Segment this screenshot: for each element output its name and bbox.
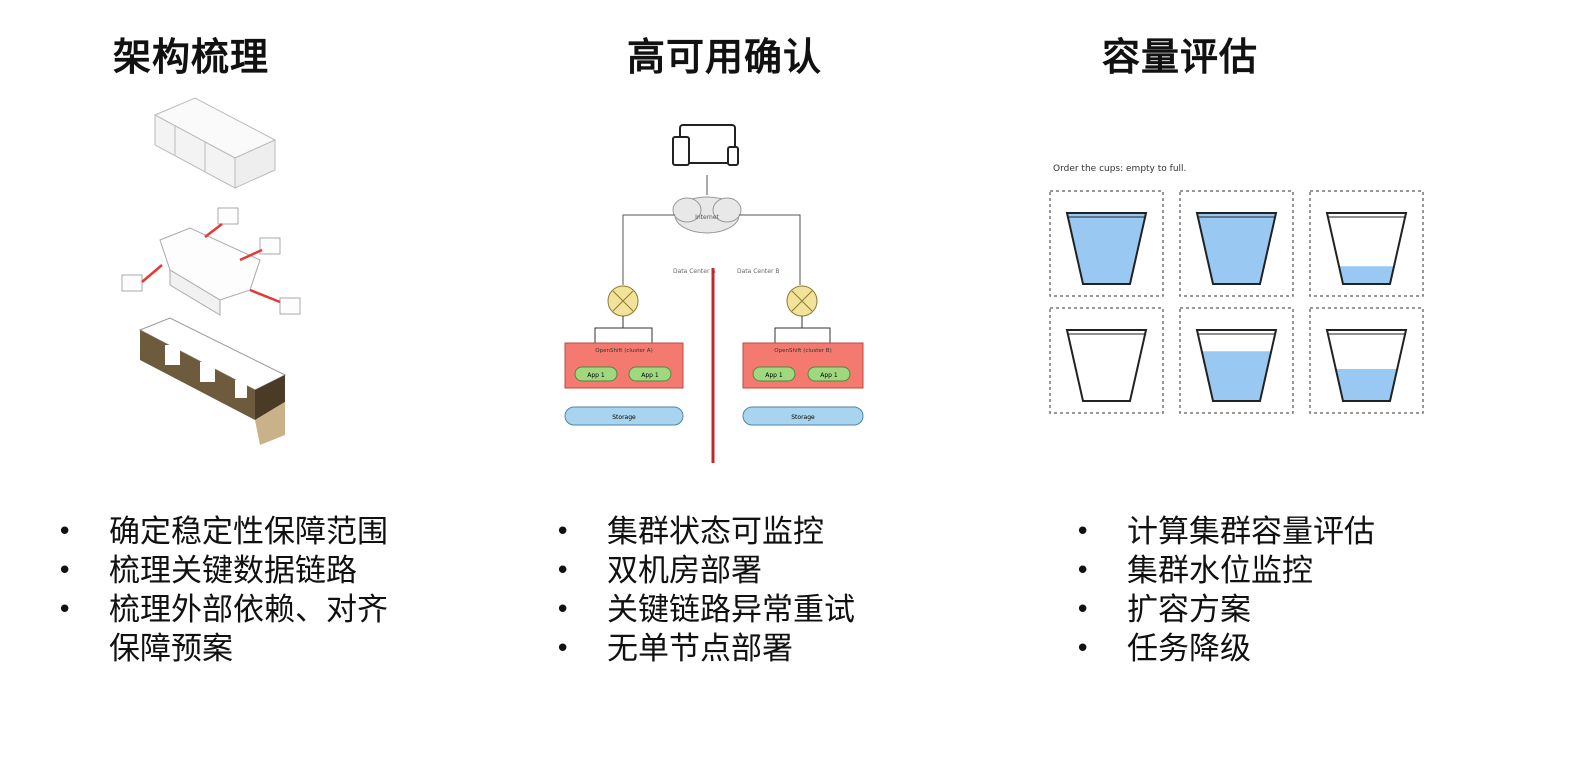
list-item: 集群状态可监控 xyxy=(555,513,935,552)
cluster-b: OpenShift (cluster B) App 1 App 1 xyxy=(742,342,864,389)
cup-outline xyxy=(1195,329,1278,402)
app-label: App 1 xyxy=(765,372,783,379)
block-top xyxy=(153,97,277,189)
title-high-availability: 高可用确认 xyxy=(627,35,823,79)
cup-water xyxy=(1201,351,1272,401)
cup-outline xyxy=(1325,212,1408,285)
devices-icon xyxy=(672,124,739,166)
architecture-illustration xyxy=(121,97,301,445)
title-architecture: 架构梳理 xyxy=(113,35,270,79)
cup-outline xyxy=(1325,329,1408,402)
list-item: 关键链路异常重试 xyxy=(555,591,935,630)
app-label: App 1 xyxy=(820,372,838,379)
list-item: 梳理关键数据链路 xyxy=(57,552,437,591)
cup-cell xyxy=(1179,307,1294,414)
app-label: App 1 xyxy=(587,372,605,379)
cluster-b-label: OpenShift (cluster B) xyxy=(774,348,831,354)
load-balancer-b xyxy=(786,285,818,317)
list-item: 双机房部署 xyxy=(555,552,935,591)
list-item: 确定稳定性保障范围 xyxy=(57,513,437,552)
cluster-a-label: OpenShift (cluster A) xyxy=(595,348,652,354)
cup-cell xyxy=(1309,307,1424,414)
cluster-a: OpenShift (cluster A) App 1 App 1 xyxy=(564,342,684,389)
list-item: 任务降级 xyxy=(1075,630,1475,669)
list-item: 集群水位监控 xyxy=(1075,552,1475,591)
cup-cell xyxy=(1179,190,1294,297)
cup-outline xyxy=(1065,212,1148,285)
bullets-capacity: 计算集群容量评估 集群水位监控 扩容方案 任务降级 xyxy=(1075,513,1475,669)
cup-water xyxy=(1067,213,1146,284)
cup-cell xyxy=(1049,307,1164,414)
cup-water xyxy=(1339,266,1394,284)
cup-cell xyxy=(1309,190,1424,297)
block-middle xyxy=(121,207,301,316)
block-bottom xyxy=(138,317,287,445)
bullets-high-availability: 集群状态可监控 双机房部署 关键链路异常重试 无单节点部署 xyxy=(555,513,935,669)
storage-label: Storage xyxy=(791,414,815,421)
storage-a: Storage xyxy=(564,406,684,426)
title-capacity: 容量评估 xyxy=(1102,35,1259,79)
storage-b: Storage xyxy=(742,406,864,426)
list-item: 梳理外部依赖、对齐保障预案 xyxy=(57,591,409,669)
app-label: App 1 xyxy=(641,372,659,379)
storage-label: Storage xyxy=(612,414,636,421)
cups-illustration: Order the cups: empty to full. xyxy=(1045,160,1435,420)
list-item: 无单节点部署 xyxy=(555,630,935,669)
cups-instruction: Order the cups: empty to full. xyxy=(1053,164,1187,174)
cup-cell xyxy=(1049,190,1164,297)
cup-water xyxy=(1197,213,1276,284)
dc-b-label: Data Center B xyxy=(737,268,779,275)
list-item: 计算集群容量评估 xyxy=(1075,513,1475,552)
list-item: 扩容方案 xyxy=(1075,591,1475,630)
ha-diagram: Internet Data Center A Data Center B Ope… xyxy=(564,124,864,463)
cups-grid xyxy=(1049,190,1424,414)
cup-outline xyxy=(1195,212,1278,285)
load-balancer-a xyxy=(607,285,639,317)
dc-a-label: Data Center A xyxy=(673,268,716,275)
cup-water xyxy=(1335,369,1398,401)
cup-outline xyxy=(1065,329,1148,402)
cloud-label: Internet xyxy=(695,214,719,221)
bullets-architecture: 确定稳定性保障范围 梳理关键数据链路 梳理外部依赖、对齐保障预案 xyxy=(57,513,437,669)
